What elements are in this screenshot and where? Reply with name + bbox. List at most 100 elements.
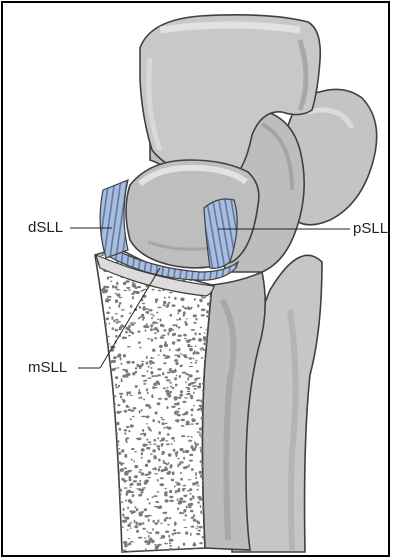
cancellous-dot (208, 550, 211, 552)
cancellous-dot (135, 251, 138, 253)
cancellous-dot (199, 427, 202, 430)
cancellous-dot (104, 344, 107, 347)
cancellous-dot (166, 517, 169, 519)
cancellous-dot (100, 414, 104, 416)
cancellous-dot (132, 407, 136, 410)
cancellous-dot (165, 390, 169, 393)
cancellous-dot (127, 529, 129, 530)
cancellous-dot (141, 452, 143, 455)
cancellous-dot (193, 357, 195, 359)
cancellous-dot (166, 406, 168, 409)
cancellous-dot (129, 331, 134, 333)
cancellous-dot (124, 454, 127, 456)
cancellous-dot (110, 430, 112, 433)
cancellous-dot (172, 341, 175, 345)
cancellous-dot (160, 523, 162, 525)
cancellous-dot (141, 448, 145, 451)
cancellous-dot (119, 297, 123, 298)
cancellous-dot (154, 468, 157, 470)
cancellous-dot (130, 541, 134, 542)
cancellous-dot (154, 387, 158, 388)
cancellous-dot (158, 459, 161, 462)
cancellous-dot (135, 291, 139, 294)
cancellous-dot (165, 531, 169, 533)
cancellous-dot (203, 338, 206, 342)
cancellous-dot (169, 466, 172, 469)
cancellous-dot (171, 479, 174, 482)
cancellous-dot (189, 488, 192, 491)
cancellous-dot (199, 542, 203, 544)
cancellous-dot (185, 552, 189, 555)
cancellous-dot (141, 472, 145, 475)
cancellous-dot (184, 527, 187, 528)
cancellous-dot (193, 382, 195, 384)
cancellous-dot (163, 304, 166, 306)
cancellous-dot (147, 392, 149, 395)
cancellous-dot (195, 346, 197, 347)
cancellous-dot (107, 276, 109, 279)
cancellous-dot (140, 491, 143, 493)
cancellous-dot (152, 449, 156, 452)
cancellous-dot (131, 293, 135, 295)
cancellous-dot (154, 322, 157, 323)
cancellous-dot (160, 417, 163, 419)
cancellous-dot (96, 402, 99, 405)
cancellous-dot (149, 406, 152, 408)
cancellous-dot (158, 519, 160, 522)
cancellous-dot (167, 303, 169, 306)
cancellous-dot (97, 284, 99, 286)
cancellous-dot (175, 420, 179, 422)
cancellous-dot (160, 336, 165, 339)
cancellous-dot (183, 509, 186, 513)
cancellous-dot (137, 286, 141, 288)
cancellous-dot (97, 337, 101, 339)
cancellous-dot (201, 309, 206, 312)
cancellous-dot (97, 402, 100, 404)
cancellous-dot (199, 526, 203, 528)
cancellous-dot (105, 442, 108, 445)
cancellous-dot (196, 370, 199, 373)
cancellous-dot (150, 532, 152, 535)
cancellous-dot (105, 384, 107, 386)
cancellous-dot (135, 522, 137, 526)
cancellous-dot (130, 487, 132, 488)
cancellous-dot (143, 444, 147, 447)
cancellous-dot (178, 397, 182, 399)
cancellous-dot (111, 382, 114, 383)
cancellous-dot (191, 329, 196, 331)
cancellous-dot (129, 478, 132, 481)
cancellous-dot (166, 379, 170, 381)
cancellous-dot (94, 333, 96, 335)
cancellous-dot (199, 333, 202, 335)
msll-label: mSLL (28, 360, 67, 375)
cancellous-dot (109, 323, 111, 325)
cancellous-dot (139, 347, 142, 348)
cancellous-dot (122, 463, 125, 464)
cancellous-dot (154, 333, 157, 334)
cancellous-dot (180, 512, 184, 514)
cancellous-dot (97, 467, 101, 470)
cancellous-dot (157, 402, 161, 405)
cancellous-dot (97, 408, 100, 410)
cancellous-dot (169, 500, 173, 502)
cancellous-dot (120, 395, 122, 398)
cancellous-dot (109, 468, 113, 470)
cancellous-dot (128, 335, 131, 337)
cancellous-dot (107, 478, 111, 480)
cancellous-dot (187, 436, 190, 437)
cancellous-dot (201, 435, 203, 438)
cancellous-dot (162, 372, 164, 375)
cancellous-dot (104, 523, 108, 525)
cancellous-dot (138, 471, 142, 473)
cancellous-dot (136, 530, 139, 533)
cancellous-dot (158, 433, 161, 434)
cancellous-dot (118, 354, 122, 357)
cancellous-dot (152, 289, 155, 291)
cancellous-dot (148, 535, 150, 538)
cancellous-dot (123, 467, 127, 469)
cancellous-dot (151, 396, 153, 399)
cancellous-dot (173, 440, 175, 442)
cancellous-dot (183, 334, 187, 337)
cancellous-dot (148, 441, 152, 443)
